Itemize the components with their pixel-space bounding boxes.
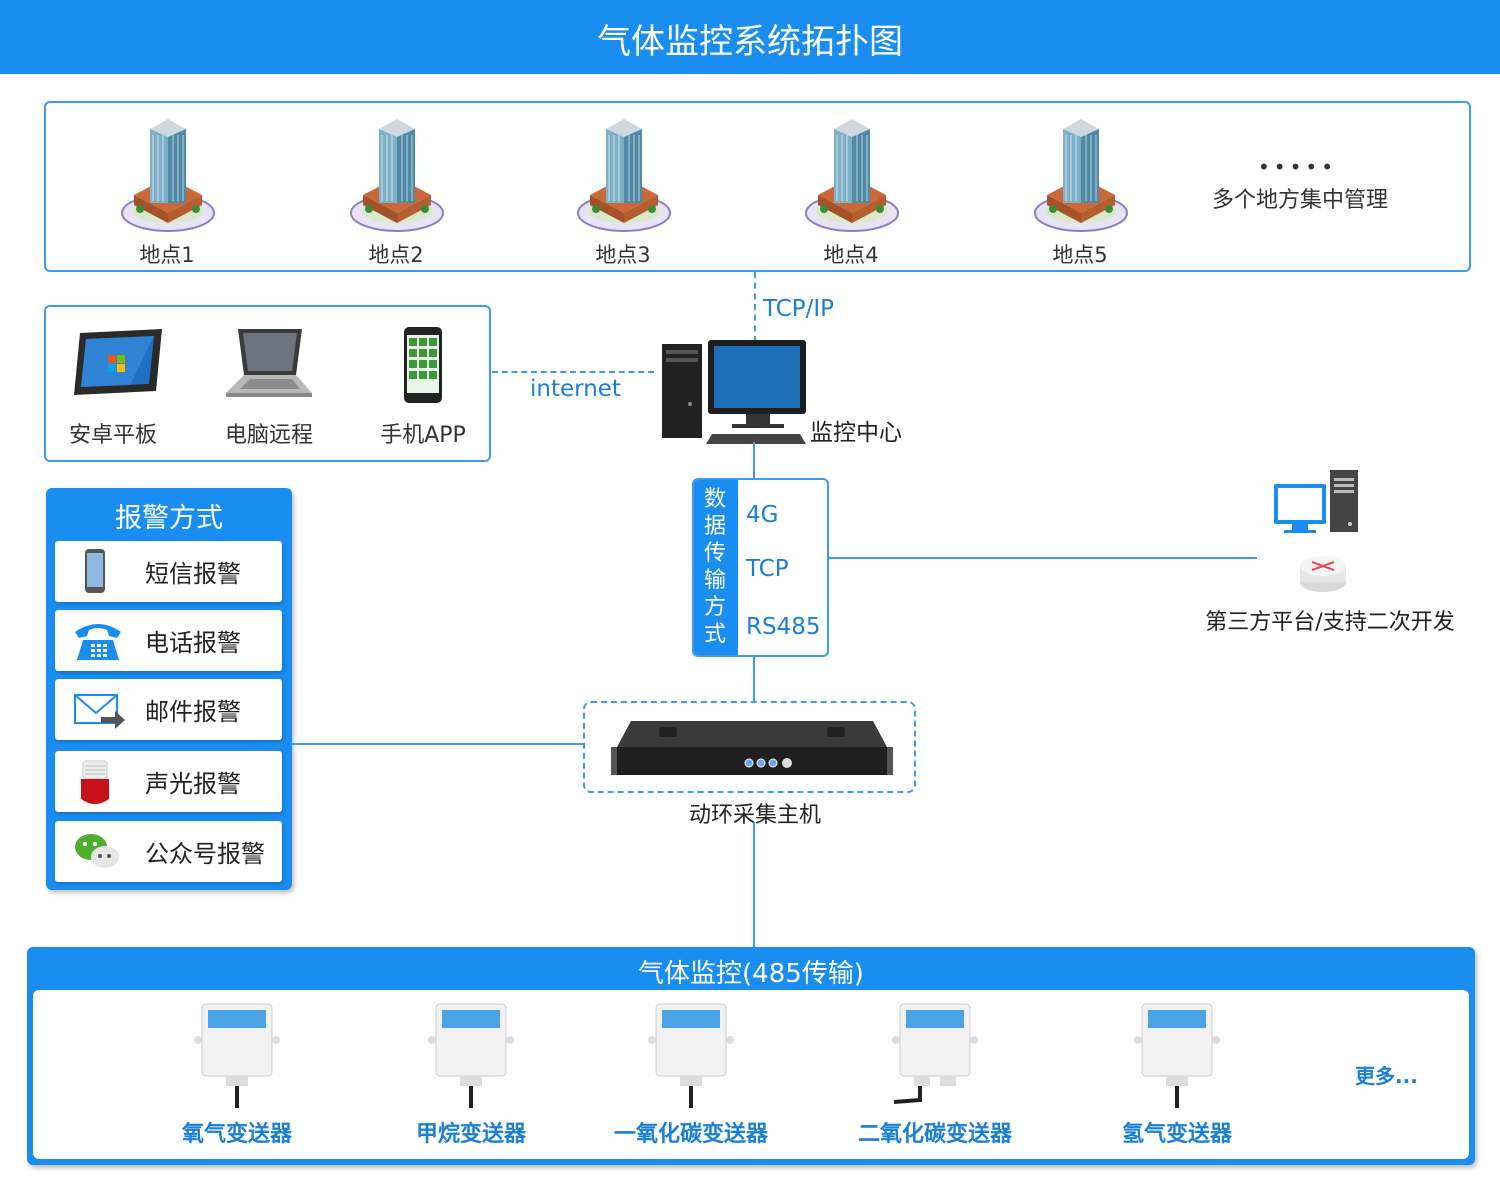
smartphone-icon bbox=[404, 327, 442, 403]
sensor-oxygen: 氧气变送器 bbox=[147, 1000, 327, 1160]
trans-collector-link bbox=[753, 657, 755, 701]
sensor-hydrogen: 氢气变送器 bbox=[1087, 1000, 1267, 1160]
alarm-light-icon bbox=[81, 760, 109, 804]
site-label: 地点3 bbox=[595, 243, 651, 267]
third-party-label: 第三方平台/支持二次开发 bbox=[1205, 610, 1455, 635]
transmitter-icon bbox=[892, 1003, 978, 1104]
alarm-label: 公众号报警 bbox=[145, 840, 265, 868]
alarm-light: 声光报警 bbox=[55, 751, 282, 812]
building-icon bbox=[805, 119, 899, 232]
transmission-item: 4G bbox=[746, 502, 779, 528]
gas-monitor-panel: 气体监控(485传输) 氧气变送器 甲烷变送器 bbox=[27, 947, 1475, 1165]
telephone-icon bbox=[75, 624, 121, 660]
tcpip-link bbox=[754, 272, 756, 342]
site-4: 地点4 bbox=[786, 111, 916, 271]
collector-device-icon bbox=[611, 721, 893, 775]
sensor-label: 氧气变送器 bbox=[181, 1122, 292, 1147]
transmission-item: RS485 bbox=[746, 614, 821, 640]
monitoring-center-label: 监控中心 bbox=[810, 420, 902, 446]
sensor-carbon-monoxide: 一氧化碳变送器 bbox=[601, 1000, 781, 1160]
site-label: 地点1 bbox=[139, 243, 195, 267]
multi-site-label: 多个地方集中管理 bbox=[1211, 188, 1388, 213]
alarm-sms: 短信报警 bbox=[55, 541, 282, 602]
page-title: 气体监控系统拓扑图 bbox=[597, 22, 903, 62]
collector-frame bbox=[583, 701, 916, 793]
sensor-carbon-dioxide: 二氧化碳变送器 bbox=[845, 1000, 1025, 1160]
alarm-wechat: 公众号报警 bbox=[55, 821, 282, 882]
client-phone: 手机APP bbox=[358, 317, 488, 457]
laptop-icon bbox=[226, 329, 312, 397]
header-bar: 气体监控系统拓扑图 bbox=[0, 0, 1500, 74]
building-icon bbox=[121, 119, 215, 232]
sensor-label: 氢气变送器 bbox=[1121, 1122, 1232, 1147]
internet-link bbox=[492, 371, 654, 373]
transmission-item: TCP bbox=[746, 556, 789, 582]
client-label: 电脑远程 bbox=[224, 423, 313, 448]
transmitter-icon bbox=[428, 1003, 514, 1108]
transmission-panel: 数据传输方式 4G TCP RS485 bbox=[692, 478, 829, 657]
sensor-label: 二氧化碳变送器 bbox=[857, 1122, 1012, 1147]
third-party-link bbox=[829, 557, 1257, 559]
client-tablet: 安卓平板 bbox=[48, 317, 178, 457]
sensor-methane: 甲烷变送器 bbox=[381, 1000, 561, 1160]
client-label: 安卓平板 bbox=[68, 423, 157, 448]
sensor-label: 甲烷变送器 bbox=[415, 1122, 526, 1147]
sensor-area: 氧气变送器 甲烷变送器 一氧化碳变送器 bbox=[33, 990, 1469, 1159]
router-icon bbox=[1300, 556, 1346, 592]
phone-icon bbox=[85, 549, 105, 593]
site-label: 地点5 bbox=[1052, 243, 1108, 267]
monitoring-center bbox=[636, 312, 836, 472]
alarm-title: 报警方式 bbox=[115, 503, 223, 534]
site-3: 地点3 bbox=[558, 111, 688, 271]
alarm-label: 电话报警 bbox=[145, 629, 241, 657]
building-icon bbox=[1034, 119, 1128, 232]
more-sensors-link[interactable]: 更多... bbox=[1355, 1064, 1418, 1088]
building-icon bbox=[577, 119, 671, 232]
more-dots: ••••• bbox=[1258, 155, 1337, 179]
collector-gas-link bbox=[753, 822, 755, 948]
transmission-title: 数据传输方式 bbox=[703, 487, 726, 647]
site-5: 地点5 bbox=[1015, 111, 1145, 271]
center-trans-link bbox=[753, 442, 755, 480]
transmission-side: 数据传输方式 bbox=[694, 480, 738, 655]
transmitter-icon bbox=[194, 1003, 280, 1108]
sensor-label: 一氧化碳变送器 bbox=[613, 1122, 768, 1147]
client-label: 手机APP bbox=[380, 423, 466, 448]
desktop-computer-icon bbox=[662, 340, 806, 444]
server-computer-icon bbox=[1274, 470, 1358, 533]
alarm-label: 声光报警 bbox=[145, 770, 241, 798]
site-label: 地点2 bbox=[368, 243, 424, 267]
building-icon bbox=[350, 119, 444, 232]
clients-panel: 安卓平板 电脑远程 手机APP bbox=[44, 305, 491, 462]
alarm-call: 电话报警 bbox=[55, 610, 282, 671]
tablet-icon bbox=[74, 329, 162, 395]
wechat-icon bbox=[75, 834, 119, 868]
sites-panel: 地点1 地点2 bbox=[44, 101, 1471, 272]
third-party bbox=[1260, 452, 1390, 602]
site-label: 地点4 bbox=[823, 243, 879, 267]
internet-label: internet bbox=[530, 376, 621, 402]
collector-label: 动环采集主机 bbox=[688, 803, 821, 828]
client-laptop: 电脑远程 bbox=[204, 317, 334, 457]
alarm-panel: 报警方式 短信报警 电话报警 邮件报警 bbox=[46, 488, 292, 890]
site-1: 地点1 bbox=[102, 111, 232, 271]
alarm-collector-link bbox=[292, 743, 583, 745]
alarm-label: 邮件报警 bbox=[145, 698, 241, 726]
alarm-mail: 邮件报警 bbox=[55, 679, 282, 740]
transmitter-icon bbox=[1134, 1003, 1220, 1108]
alarm-label: 短信报警 bbox=[145, 560, 241, 588]
gas-panel-title: 气体监控(485传输) bbox=[638, 959, 864, 989]
site-2: 地点2 bbox=[331, 111, 461, 271]
mail-icon bbox=[74, 694, 125, 729]
tcpip-label: TCP/IP bbox=[763, 296, 835, 322]
transmitter-icon bbox=[648, 1003, 734, 1108]
